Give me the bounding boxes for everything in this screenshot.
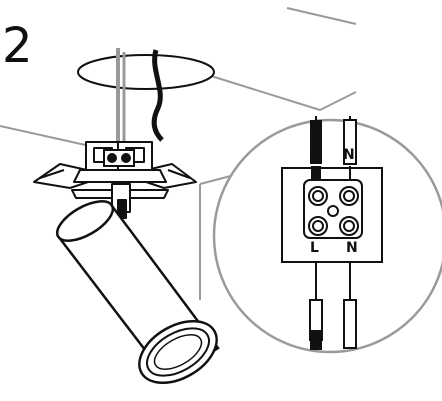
label-bottom-neutral: N bbox=[346, 240, 358, 256]
label-bottom-live: L bbox=[310, 240, 319, 256]
label-top-live: L bbox=[309, 147, 318, 163]
label-top-neutral: N bbox=[343, 147, 355, 163]
terminal-connector-small bbox=[103, 149, 135, 167]
ceiling-rose bbox=[77, 54, 215, 90]
mounting-bracket bbox=[33, 141, 197, 219]
step-number: 2 bbox=[2, 18, 33, 74]
spotlight-body bbox=[56, 200, 220, 385]
wires-bottom bbox=[309, 262, 357, 350]
supply-cable bbox=[116, 48, 164, 150]
terminal-block bbox=[281, 166, 383, 263]
wires-top bbox=[310, 116, 357, 165]
